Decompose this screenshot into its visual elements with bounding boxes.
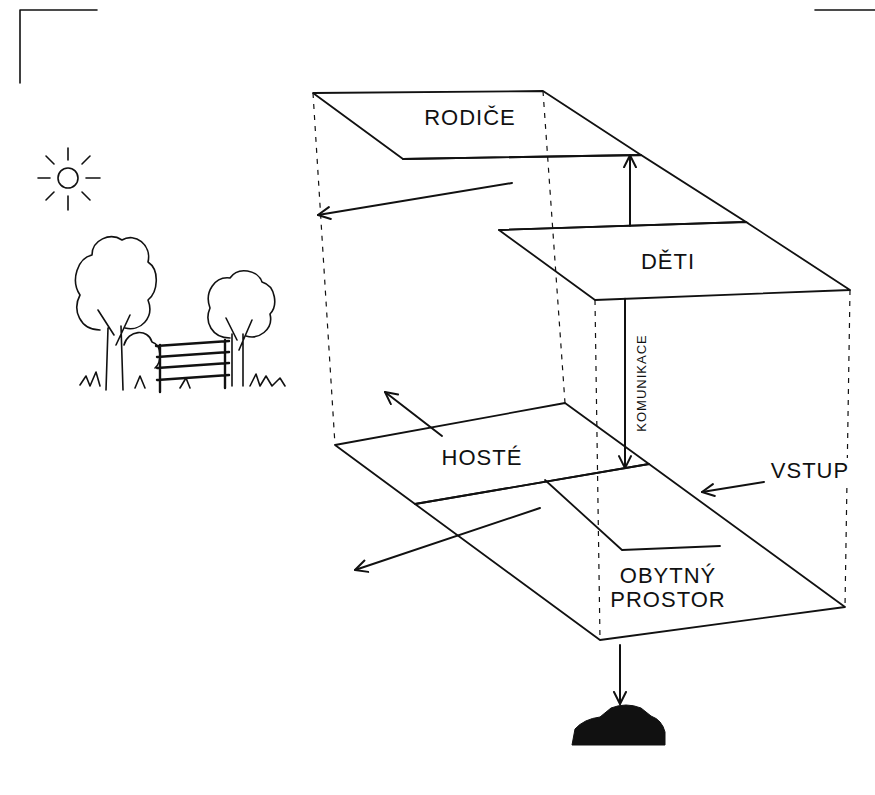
zone-text-block: RODIČE: [424, 106, 516, 130]
tree-crown: [76, 237, 157, 330]
dashed-guide: [543, 91, 565, 403]
tree-trunk: [98, 310, 130, 390]
car-symbol: [572, 705, 665, 745]
tree-crown: [208, 271, 275, 338]
zone-text-block: OBYTNÝ PROSTOR: [603, 564, 733, 612]
room-zone: OBYTNÝ PROSTOR: [415, 464, 845, 640]
grass: [80, 372, 285, 388]
zone-text-block: HOSTÉ: [442, 446, 523, 470]
edge-label: KOMUNIKACE: [634, 333, 649, 434]
room-label: OBYTNÝ PROSTOR: [603, 564, 733, 612]
zone-text-block: DĚTI: [641, 250, 695, 274]
zone-outline: [415, 464, 845, 640]
entry-label: VSTUP: [769, 458, 851, 484]
view-arrow: [385, 392, 442, 436]
room-zone: HOSTÉ: [335, 403, 649, 504]
room-zone: RODIČE: [313, 91, 641, 159]
circulation-arrow: [624, 299, 626, 468]
building-planes: [403, 155, 746, 550]
view-arrow: [355, 508, 540, 570]
circulation-arrow: [629, 155, 631, 226]
sun-disc: [58, 168, 78, 188]
room-label: DĚTI: [641, 250, 695, 274]
vertical-guides: [313, 91, 850, 640]
view-arrow: [318, 183, 512, 215]
room-label: RODIČE: [424, 106, 516, 130]
zone-outline-shape: [415, 464, 845, 640]
room-label: HOSTÉ: [442, 446, 523, 470]
dashed-guide: [313, 93, 335, 445]
dashed-guide: [845, 290, 850, 607]
bush: [124, 333, 160, 368]
bench: [156, 340, 229, 392]
room-zone: DĚTI: [499, 222, 850, 300]
dashed-guide: [595, 300, 600, 640]
parking-arrow: [619, 645, 621, 704]
frame-corner: [20, 10, 97, 83]
room-division: [545, 480, 720, 550]
sun-symbol: [38, 148, 100, 210]
entry-arrow: [702, 482, 764, 492]
zone-outline-shape: [313, 91, 641, 159]
zone-outline-shape: [499, 222, 850, 300]
frame-corner: [815, 9, 875, 11]
frame-corners: [20, 10, 875, 83]
zone-outline-shape: [335, 403, 649, 504]
park-sketch: [76, 237, 285, 392]
sun-rays: [38, 148, 100, 210]
